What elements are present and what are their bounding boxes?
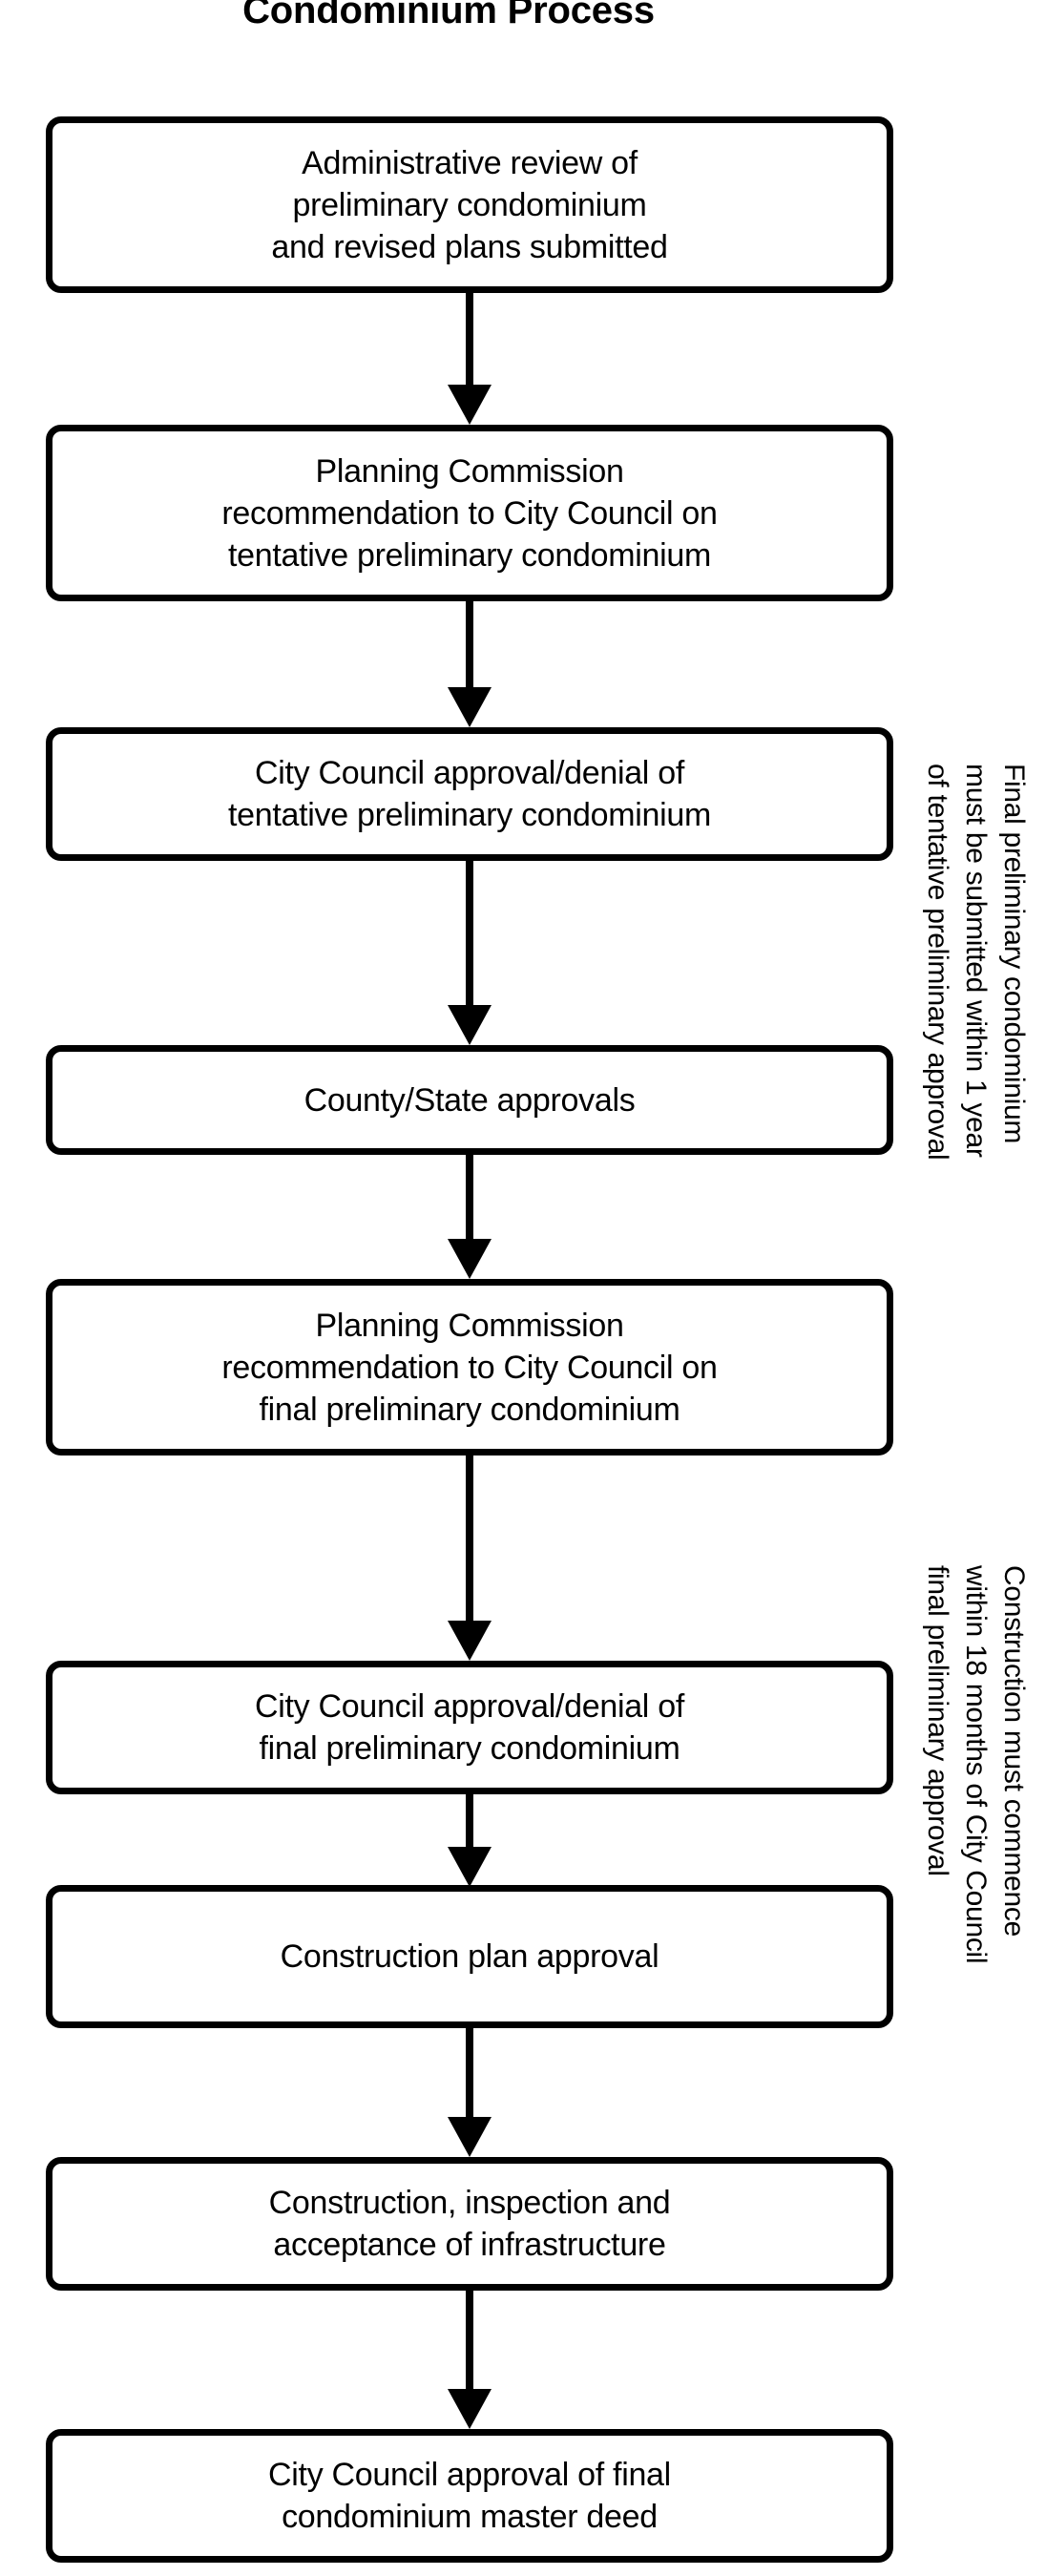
arrow-head-icon [448,385,492,425]
flow-node-label: Planning Commission recommendation to Ci… [208,1305,730,1431]
arrow-head-icon [448,1847,492,1887]
flow-node-n7[interactable]: Construction plan approval [46,1885,893,2028]
flow-node-label: County/State approvals [291,1079,649,1121]
flow-node-line: preliminary condominium [292,186,647,223]
arrow-shaft [466,293,473,387]
flow-node-line: acceptance of infrastructure [273,2227,666,2263]
arrow-shaft [466,1456,473,1623]
flowchart-column: Administrative review of preliminary con… [46,0,893,2576]
side-note-line: within 18 months of City Council [960,1565,992,1964]
flow-node-line: final preliminary condominium [259,1391,680,1428]
side-note-line: Final preliminary condominium [998,764,1030,1144]
flow-node-n5[interactable]: Planning Commission recommendation to Ci… [46,1279,893,1456]
flow-node-n9[interactable]: City Council approval of final condomini… [46,2429,893,2563]
flow-node-line: and revised plans submitted [271,228,668,265]
flow-node-line: condominium master deed [282,2499,658,2535]
flow-node-line: City Council approval of final [268,2457,671,2493]
flow-node-label: Administrative review of preliminary con… [258,142,680,268]
flow-node-line: Planning Commission [315,452,624,490]
page-title: Condominium Process [242,0,655,31]
flow-node-label: Planning Commission recommendation to Ci… [208,450,730,576]
flow-node-line: City Council approval/denial of [255,1688,684,1725]
flow-node-n8[interactable]: Construction, inspection and acceptance … [46,2157,893,2291]
flow-node-line: Construction plan approval [280,1938,659,1975]
arrow-head-icon [448,1005,492,1045]
flow-node-line: tentative preliminary condominium [228,797,711,833]
flow-node-label: Construction, inspection and acceptance … [256,2182,684,2266]
arrow-head-icon [448,2117,492,2157]
arrow-shaft [466,601,473,689]
flow-node-line: Administrative review of [302,144,638,181]
side-note-line: final preliminary approval [922,1565,953,1876]
arrow-shaft [466,2291,473,2391]
flow-node-label: City Council approval of final condomini… [255,2454,684,2538]
side-note-line: of tentative preliminary approval [922,764,953,1161]
arrow-shaft [466,1794,473,1849]
flow-node-line: tentative preliminary condominium [228,536,711,574]
flow-node-n3[interactable]: City Council approval/denial of tentativ… [46,727,893,861]
arrow-head-icon [448,1621,492,1661]
arrow-head-icon [448,2389,492,2429]
flow-node-line: Construction, inspection and [268,2185,671,2221]
flow-node-line: City Council approval/denial of [255,755,684,791]
side-note-line: Construction must commence [998,1565,1030,1937]
arrow-head-icon [448,1239,492,1279]
flow-node-n4[interactable]: County/State approvals [46,1045,893,1155]
flow-node-n1[interactable]: Administrative review of preliminary con… [46,116,893,293]
flow-node-line: recommendation to City Council on [221,1349,718,1386]
side-note-final-preliminary-deadline: Final preliminary condominium must be su… [918,764,1033,1160]
flow-node-label: Construction plan approval [267,1936,673,1978]
side-note-construction-commence-deadline: Construction must commence within 18 mon… [918,1565,1033,1963]
flow-node-label: City Council approval/denial of final pr… [241,1686,698,1770]
arrow-shaft [466,1155,473,1241]
arrow-shaft [466,2028,473,2119]
flow-node-n6[interactable]: City Council approval/denial of final pr… [46,1661,893,1794]
flow-node-label: City Council approval/denial of tentativ… [215,752,724,836]
flow-node-line: Planning Commission [315,1307,624,1344]
side-note-line: must be submitted within 1 year [960,764,992,1158]
flow-node-line: County/State approvals [303,1081,636,1119]
flow-node-n2[interactable]: Planning Commission recommendation to Ci… [46,425,893,601]
arrow-head-icon [448,687,492,727]
flow-node-line: recommendation to City Council on [221,494,718,532]
flow-node-line: final preliminary condominium [259,1730,680,1767]
arrow-shaft [466,861,473,1007]
